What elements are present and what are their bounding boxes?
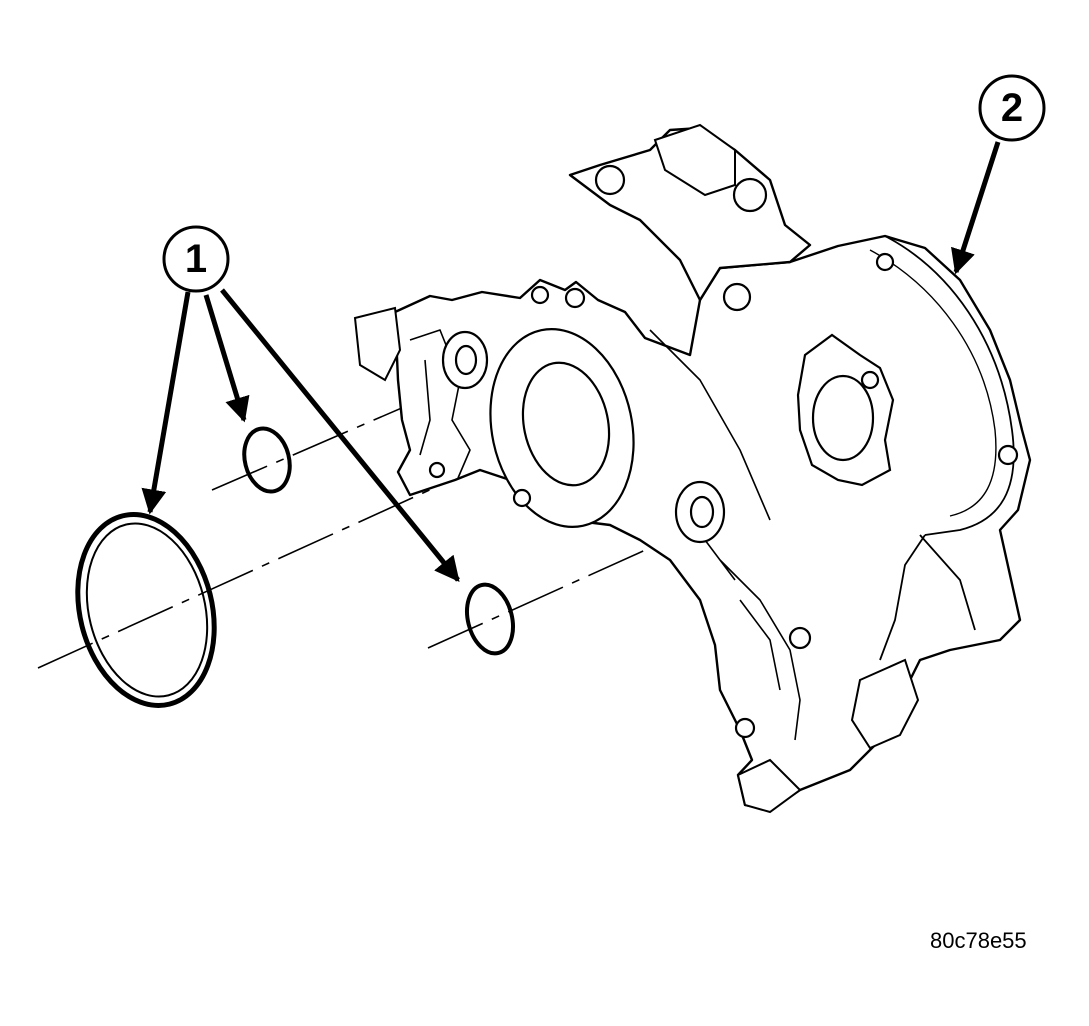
callout-2-label: 2 — [1001, 86, 1023, 130]
left-connector — [353, 306, 402, 382]
bolt-boss — [875, 252, 895, 272]
bolt-boss — [512, 488, 532, 508]
callout-circle — [162, 225, 230, 293]
cover-left-web — [409, 329, 471, 479]
cover-rim-inner — [869, 249, 997, 517]
top-connector — [653, 123, 736, 197]
bottom-connector — [850, 658, 920, 750]
alignment-centerlines — [37, 374, 713, 669]
bolt-boss — [734, 717, 756, 739]
leader-1-lower-o-ring — [220, 288, 460, 582]
figure-id: 80c78e55 — [930, 928, 1027, 953]
large-o-ring-outer — [75, 512, 217, 708]
leader-lines — [141, 141, 1001, 582]
bolt-boss — [860, 370, 880, 390]
crankshaft-seal-inner — [521, 361, 611, 487]
bolt-boss — [788, 626, 812, 650]
centerline-upper-oring — [211, 374, 479, 491]
cover-connectors — [353, 123, 920, 814]
bolt-boss — [732, 177, 768, 213]
callout-2: 2 — [978, 74, 1046, 142]
leader-1-large-o-ring — [141, 291, 191, 515]
cover-left-ribs — [649, 329, 801, 741]
callout-1-label: 1 — [185, 237, 207, 281]
bolt-boss — [530, 285, 550, 305]
bolt-boss — [997, 444, 1019, 466]
leader-1-upper-o-ring — [203, 294, 250, 423]
leader-2-cover — [951, 141, 1001, 275]
small-o-ring-lower — [465, 582, 515, 656]
water-pump-bore — [811, 374, 875, 462]
lower-port-bore — [689, 495, 715, 529]
bottom-foot — [736, 758, 802, 814]
bolt-boss — [594, 164, 626, 196]
o-rings — [75, 426, 515, 708]
large-o-ring-inner — [85, 522, 209, 698]
upper-port-bore — [454, 344, 478, 376]
callout-1: 1 — [162, 225, 230, 293]
cover-features — [428, 164, 1019, 739]
small-o-ring-upper — [242, 426, 292, 494]
centerline-lower-oring — [427, 519, 713, 649]
callout-circle — [978, 74, 1046, 142]
centerline-crankshaft — [37, 407, 611, 669]
timing-chain-cover — [393, 126, 1032, 812]
cover-rim — [884, 235, 1015, 536]
bolt-boss — [564, 287, 586, 309]
bolt-boss — [722, 282, 752, 312]
cover-lower-flange — [879, 534, 976, 661]
bolt-boss — [428, 461, 446, 479]
